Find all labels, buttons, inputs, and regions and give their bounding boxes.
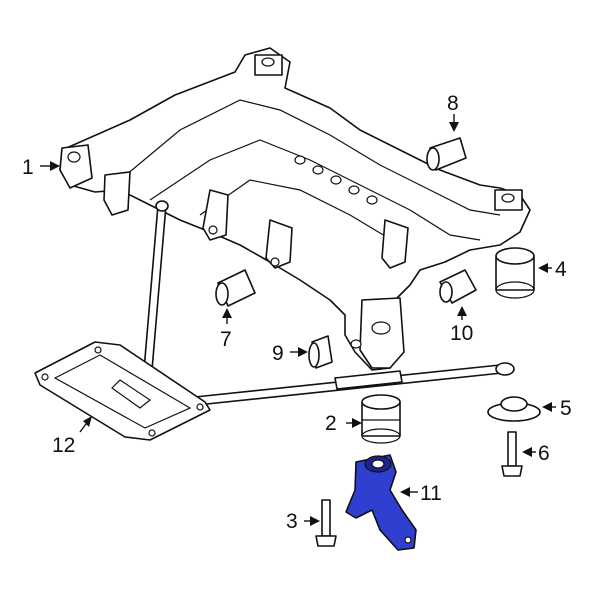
callout-11: 11 <box>420 482 442 505</box>
bushing-7 <box>215 269 256 307</box>
bolt-3 <box>315 499 337 547</box>
bushing-4 <box>495 247 535 299</box>
callout-1: 1 <box>22 156 34 179</box>
callout-labels: 1 2 3 4 5 6 7 8 9 10 11 12 <box>22 92 572 533</box>
bushing-9 <box>308 335 333 369</box>
callout-9: 9 <box>272 342 284 365</box>
subframe <box>59 47 531 371</box>
washer-5 <box>487 396 541 422</box>
callout-2: 2 <box>325 412 337 435</box>
bolt-6 <box>501 431 523 477</box>
callout-5: 5 <box>560 397 572 420</box>
highlighted-bracket <box>345 454 417 551</box>
bushing-10 <box>439 269 477 304</box>
callout-3: 3 <box>286 510 298 533</box>
callout-7: 7 <box>220 328 232 351</box>
under-plate <box>34 341 211 441</box>
bushing-8 <box>426 137 467 171</box>
callout-6: 6 <box>538 442 550 465</box>
callout-10: 10 <box>450 322 473 345</box>
leader-lines <box>40 114 556 526</box>
callout-4: 4 <box>555 258 567 281</box>
callout-8: 8 <box>447 92 459 115</box>
callout-12: 12 <box>52 434 75 457</box>
bushing-2 <box>361 394 401 444</box>
